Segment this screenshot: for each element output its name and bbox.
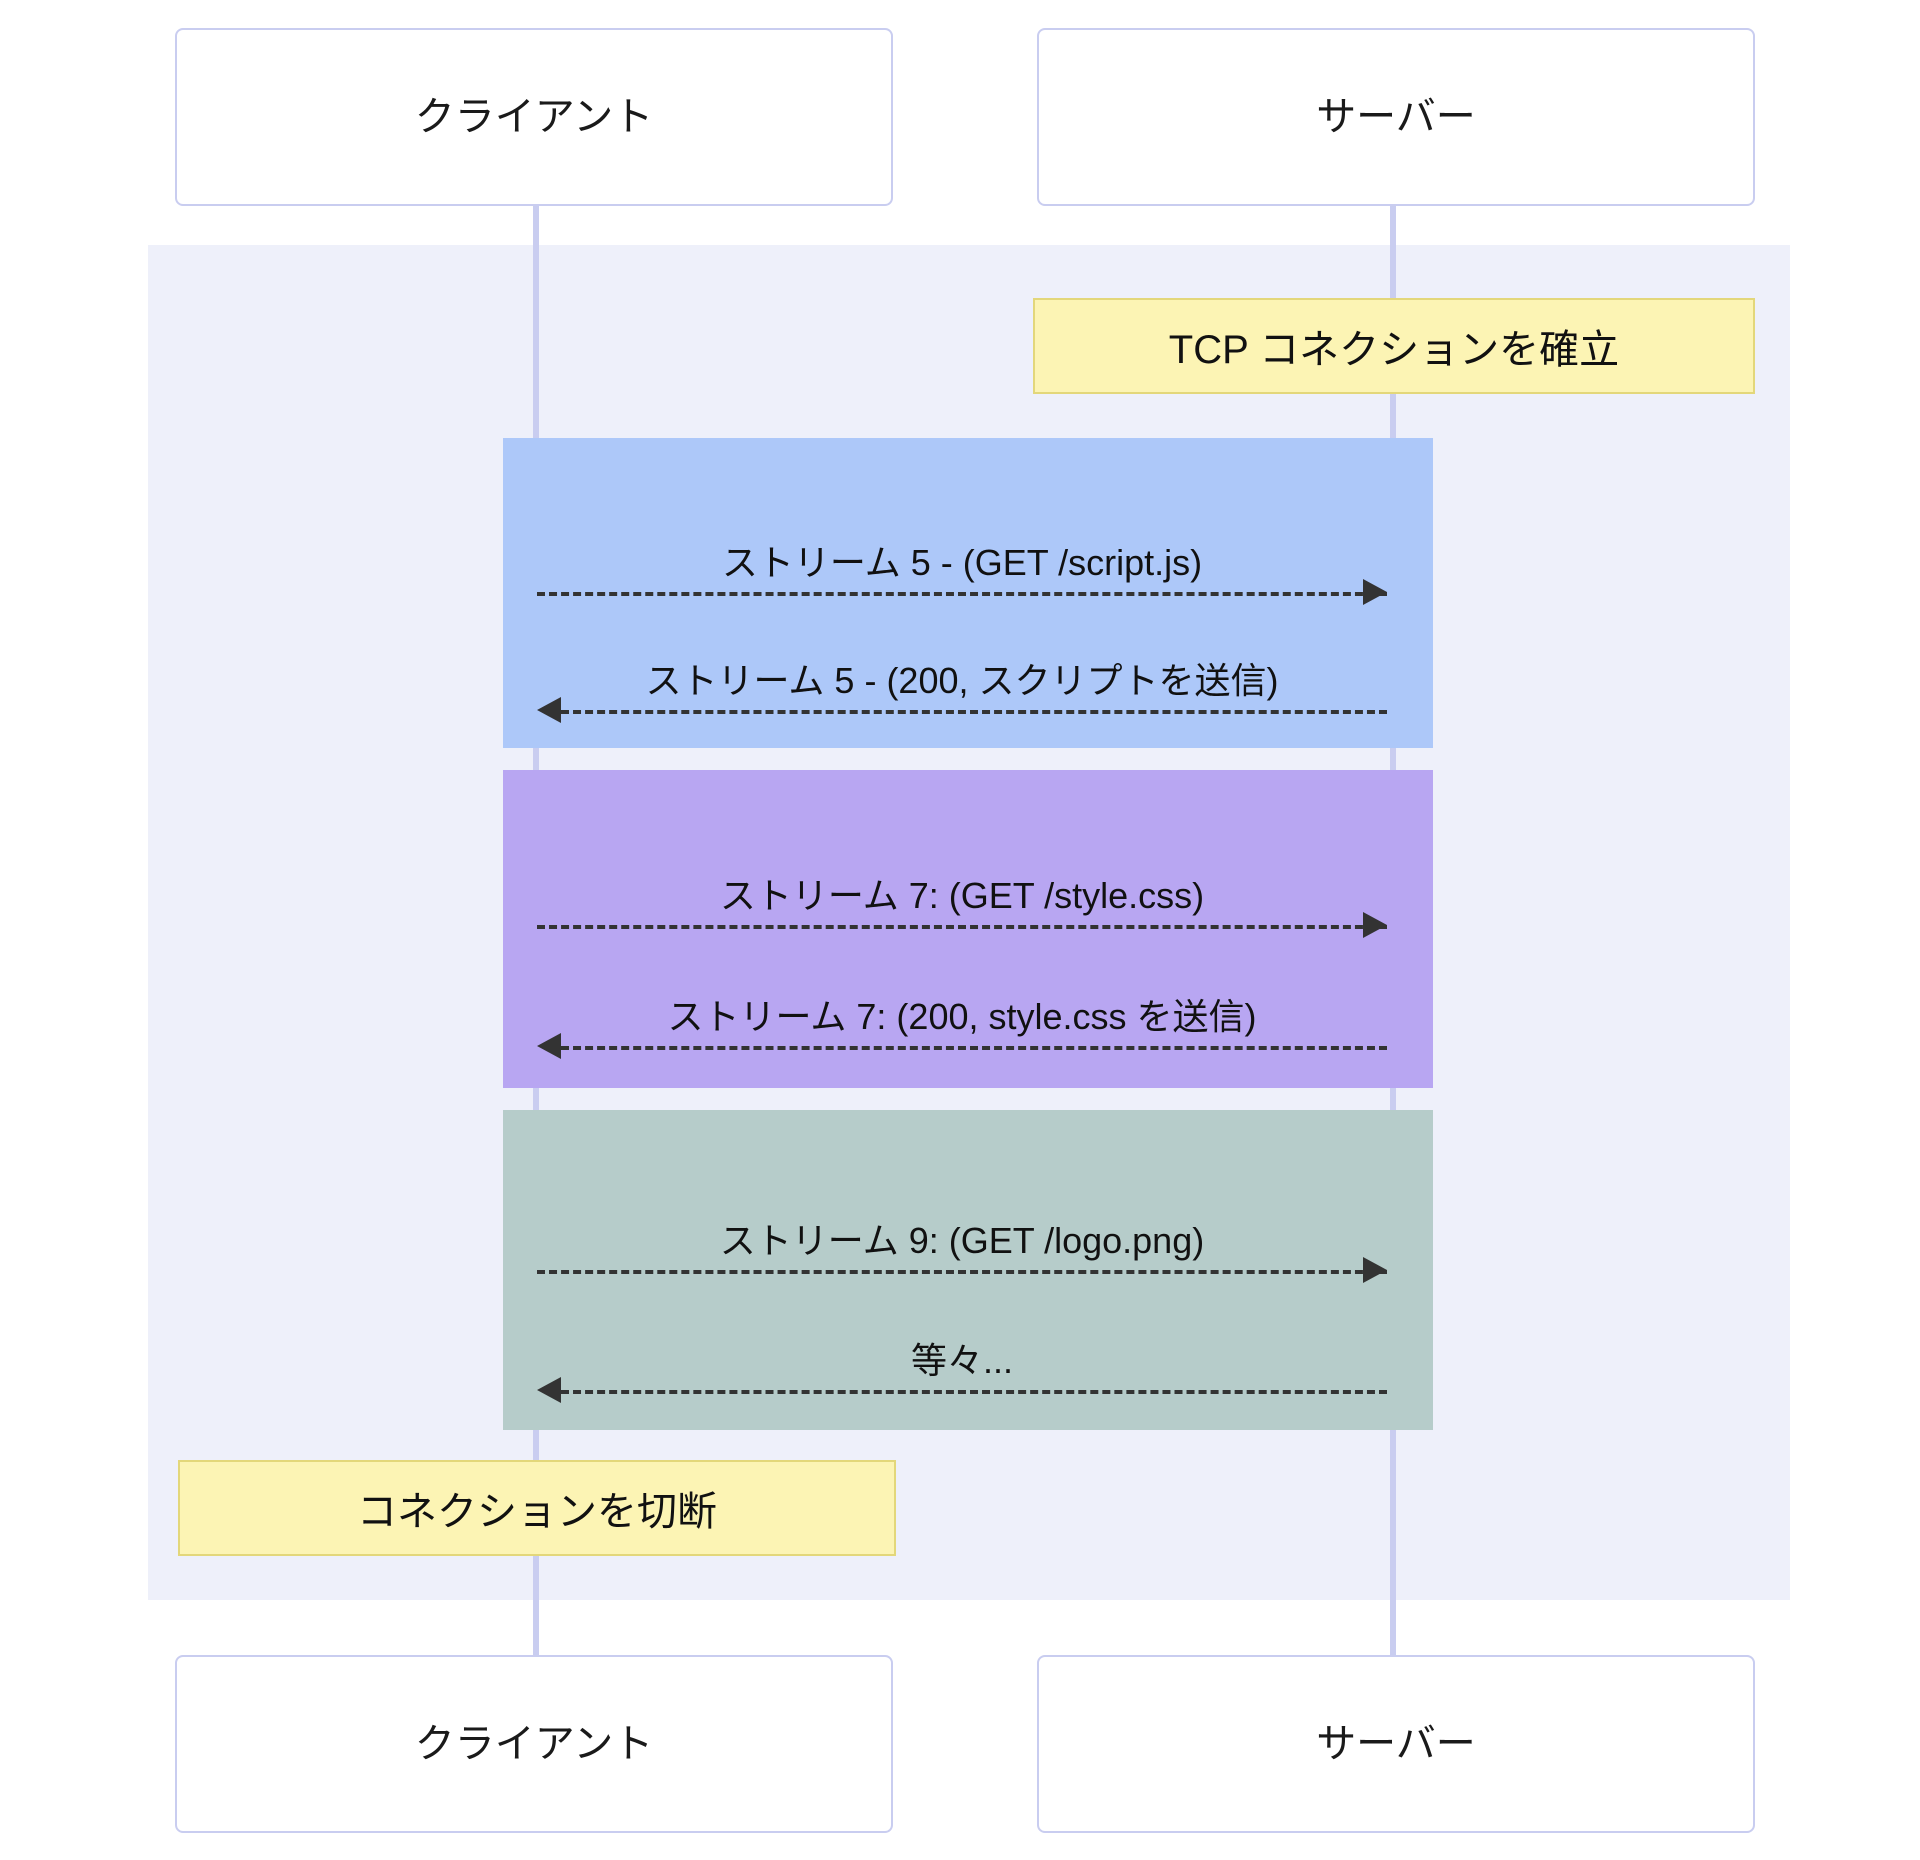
participant-box-client-bottom[interactable]: クライアント [175, 1655, 893, 1833]
message-stream5-response-line [561, 710, 1387, 714]
participant-box-client-top[interactable]: クライアント [175, 28, 893, 206]
arrow-head-right-icon [1363, 1257, 1387, 1283]
participant-label-server-bottom: サーバー [1316, 1722, 1476, 1766]
arrow-head-left-icon [537, 1033, 561, 1059]
arrow-head-right-icon [1363, 912, 1387, 938]
note-close-text: コネクションを切断 [357, 1490, 717, 1534]
participant-box-server-top[interactable]: サーバー [1037, 28, 1755, 206]
note-tcp-connection-established[interactable]: TCP コネクションを確立 [1033, 298, 1755, 394]
participant-label-client-bottom: クライアント [414, 1722, 654, 1766]
participant-label-server-top: サーバー [1316, 95, 1476, 139]
group-rect-stream7 [503, 770, 1433, 1088]
message-stream5-response-label: ストリーム 5 - (200, スクリプトを送信) [645, 660, 1279, 701]
message-stream5-request-label: ストリーム 5 - (GET /script.js) [721, 542, 1203, 583]
message-stream7-request-label: ストリーム 7: (GET /style.css) [719, 875, 1205, 916]
message-stream5-request-line [537, 592, 1387, 596]
message-stream9-request-label: ストリーム 9: (GET /logo.png) [719, 1220, 1205, 1261]
message-stream9-request-line [537, 1270, 1387, 1274]
message-stream7-request-line [537, 925, 1387, 929]
message-stream7-response-label: ストリーム 7: (200, style.css を送信) [667, 996, 1257, 1037]
message-etc-response-label: 等々... [910, 1340, 1014, 1381]
arrow-head-right-icon [1363, 579, 1387, 605]
participant-box-server-bottom[interactable]: サーバー [1037, 1655, 1755, 1833]
arrow-head-left-icon [537, 1377, 561, 1403]
note-connection-closed[interactable]: コネクションを切断 [178, 1460, 896, 1556]
arrow-head-left-icon [537, 697, 561, 723]
participant-label-client-top: クライアント [414, 95, 654, 139]
note-tcp-text: TCP コネクションを確立 [1168, 328, 1620, 372]
message-etc-response-line [561, 1390, 1387, 1394]
message-stream7-response-line [561, 1046, 1387, 1050]
